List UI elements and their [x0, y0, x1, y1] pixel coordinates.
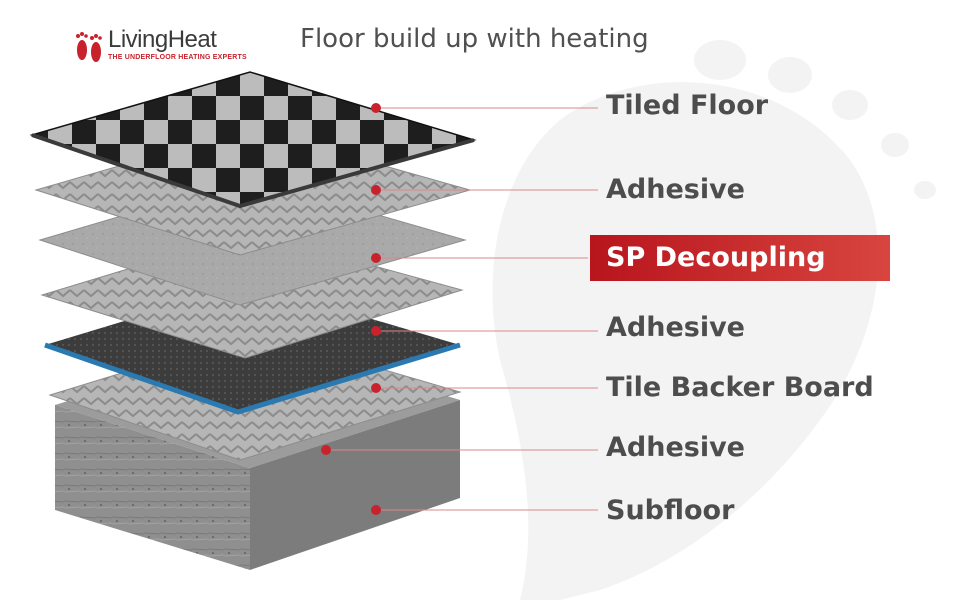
leader-dot-2 [371, 253, 381, 263]
label-subfloor: Subfloor [606, 495, 735, 526]
feet-logo-icon [76, 32, 102, 62]
leader-dot-5 [321, 445, 331, 455]
leader-dot-6 [371, 505, 381, 515]
leader-dot-3 [371, 326, 381, 336]
label-sp-decoupling: SP Decoupling [590, 235, 890, 281]
leader-dot-1 [371, 185, 381, 195]
leader-dot-4 [371, 383, 381, 393]
brand-logo: LivingHeat THE UNDERFLOOR HEATING EXPERT… [72, 24, 247, 68]
brand-name: LivingHeat [108, 26, 217, 53]
label-tiled-floor: Tiled Floor [606, 90, 769, 121]
label-adhesive-3: Adhesive [606, 432, 745, 463]
layer-tiled-floor-shape [29, 71, 477, 209]
leader-dot-0 [371, 103, 381, 113]
brand-tagline: THE UNDERFLOOR HEATING EXPERTS [108, 54, 247, 61]
label-adhesive-1: Adhesive [606, 174, 745, 205]
label-tile-backer-board: Tile Backer Board [606, 372, 874, 403]
label-adhesive-2: Adhesive [606, 312, 745, 343]
diagram-title: Floor build up with heating [300, 24, 649, 54]
